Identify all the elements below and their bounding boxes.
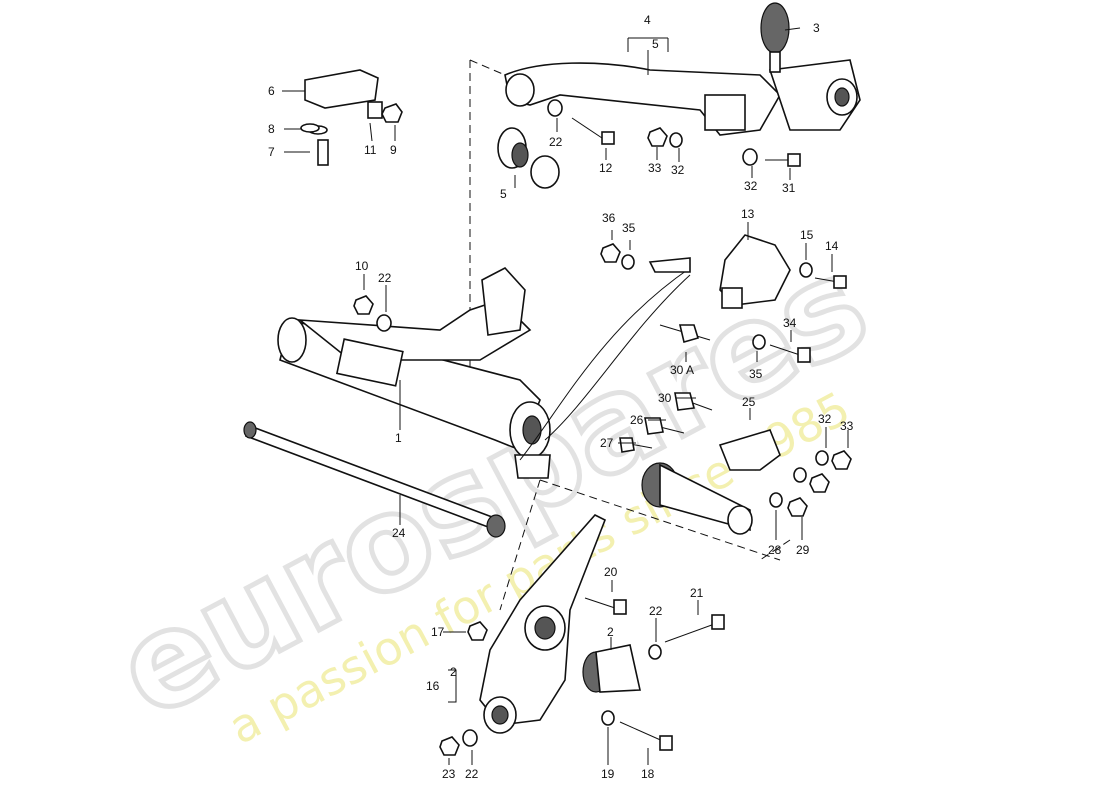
nuts-washers [300,99,852,756]
callout-4: 4 [644,13,651,27]
callout-31: 31 [782,181,796,195]
callout-23: 23 [442,767,456,781]
callout-34: 34 [783,316,797,330]
callout-5-top: 5 [652,37,659,51]
callout-27: 27 [600,436,614,450]
callout-15: 15 [800,228,814,242]
trailing-arm [277,257,691,479]
bolts [571,117,847,751]
mounting-bracket [719,234,791,309]
callout-10: 10 [355,259,369,273]
callout-17: 17 [431,625,445,639]
callout-19: 19 [601,767,615,781]
callout-12: 12 [599,161,613,175]
crossmember [504,2,861,136]
callout-20: 20 [604,565,618,579]
callout-18: 18 [641,767,655,781]
callout-22-arm: 22 [378,271,392,285]
assembly-lines [469,59,791,611]
callout-22-bottom: 22 [465,767,479,781]
callout-28: 28 [768,543,782,557]
callout-32-top-b: 32 [744,179,758,193]
callout-25: 25 [742,395,756,409]
callout-labels: 1 2 2 3 4 5 5 6 7 8 9 10 11 12 13 14 15 … [268,13,854,781]
callout-29: 29 [796,543,810,557]
callout-24: 24 [392,526,406,540]
callout-30a: 30 A [670,363,694,377]
callout-8: 8 [268,122,275,136]
callout-6: 6 [268,84,275,98]
callout-35-top: 35 [622,221,636,235]
rubber-mount [304,69,403,166]
callout-16: 16 [426,679,440,693]
callout-26: 26 [630,413,644,427]
callout-33-top: 33 [648,161,662,175]
callout-36: 36 [602,211,616,225]
callout-33-right: 33 [840,419,854,433]
leader-lines [282,27,849,765]
callout-11: 11 [364,143,377,157]
callout-2-bushing: 2 [607,625,614,639]
cross-bushing-assembly [641,429,781,535]
callout-13: 13 [741,207,755,221]
callout-22-top: 22 [549,135,563,149]
callout-30: 30 [658,391,672,405]
callout-5-bushings: 5 [500,187,507,201]
callout-32-top-a: 32 [671,163,685,177]
bushings [497,127,560,189]
hub-carrier [479,514,641,734]
callout-32-right: 32 [818,412,832,426]
torsion-bar [243,421,506,538]
callout-1: 1 [395,431,402,445]
callout-7: 7 [268,145,275,159]
callout-3: 3 [813,21,820,35]
callout-9: 9 [390,143,397,157]
callout-22-carrier: 22 [649,604,663,618]
callout-21: 21 [690,586,704,600]
callout-35-bottom: 35 [749,367,763,381]
callout-14: 14 [825,239,839,253]
callout-2-top: 2 [450,665,457,679]
